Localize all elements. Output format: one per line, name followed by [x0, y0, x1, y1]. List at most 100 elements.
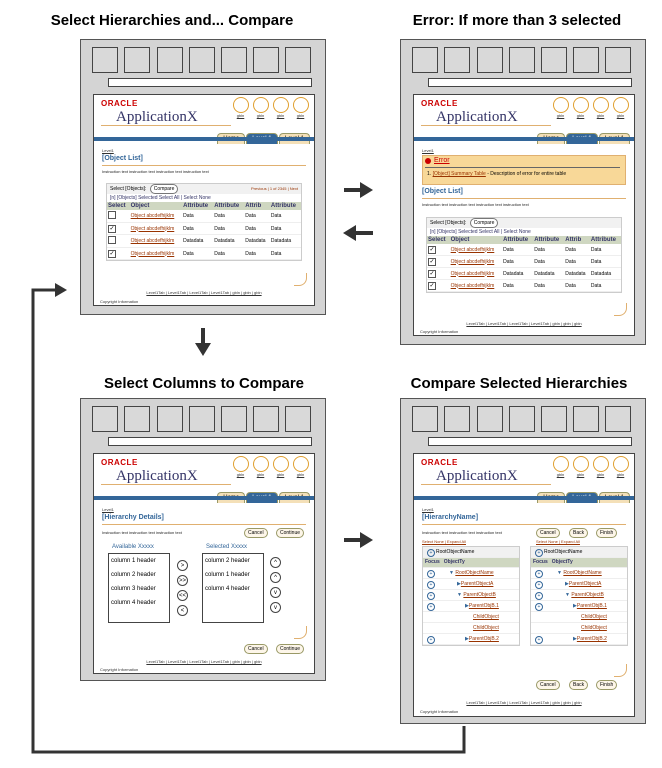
row-checkbox[interactable]: ✓	[108, 249, 116, 258]
breadcrumb[interactable]: Level1	[422, 148, 434, 153]
collapsed-triangle-icon[interactable]: ▶	[457, 581, 461, 587]
select-expand-links-right[interactable]: Select None | Expand All	[536, 539, 580, 544]
cancel-button-bottom[interactable]: Cancel	[244, 644, 268, 654]
compare-button[interactable]: Compare	[149, 184, 179, 194]
focus-icon[interactable]: +	[535, 549, 543, 557]
tree-node-link[interactable]: ParentObjectB	[571, 592, 604, 598]
move-bottom-icon[interactable]: v	[270, 602, 281, 613]
move-up-icon[interactable]: ^	[270, 572, 281, 583]
global-button[interactable]: gbln	[591, 97, 610, 118]
compare-button[interactable]: Compare	[469, 218, 499, 228]
focus-icon[interactable]: +	[535, 603, 543, 611]
collapsed-triangle-icon[interactable]: ▶	[465, 603, 469, 609]
list-item[interactable]: column 1 header	[111, 558, 156, 564]
expanded-triangle-icon[interactable]: ▼	[457, 592, 464, 598]
url-bar[interactable]	[428, 78, 632, 87]
object-link[interactable]: Object abcdefhijklm	[450, 270, 495, 277]
object-link[interactable]: Object abcdefhijklm	[130, 238, 175, 244]
object-link[interactable]: Object abcdefhijklm	[130, 250, 175, 257]
footer-links[interactable]: Level1Tab | Level1Tab | Level1Tab | Leve…	[146, 290, 262, 295]
available-list[interactable]: column 1 header column 2 header column 3…	[108, 553, 170, 623]
cancel-button[interactable]: Cancel	[244, 528, 268, 538]
tree-node-link[interactable]: ChildObject	[473, 625, 499, 631]
global-button[interactable]: gbln	[551, 456, 570, 477]
tree-node-link[interactable]: ChildObject	[581, 614, 607, 620]
object-link[interactable]: Object abcdefhijklm	[130, 213, 175, 219]
tree-node-link[interactable]: ChildObject	[473, 614, 499, 620]
focus-icon[interactable]: +	[535, 581, 543, 589]
expanded-triangle-icon[interactable]: ▼	[557, 570, 564, 576]
url-bar[interactable]	[108, 78, 312, 87]
object-link[interactable]: Object abcdefhijklm	[130, 225, 175, 232]
expanded-triangle-icon[interactable]: ▼	[565, 592, 572, 598]
list-item[interactable]: column 1 header	[205, 572, 250, 578]
move-top-icon[interactable]: ^	[270, 557, 281, 568]
global-button[interactable]: gbln	[251, 456, 270, 477]
tree-node-link[interactable]: RootObjectName	[455, 570, 494, 576]
object-link[interactable]: Object abcdefhijklm	[450, 246, 495, 253]
breadcrumb[interactable]: Level1	[102, 507, 114, 512]
back-button[interactable]: Back	[569, 528, 589, 538]
object-link[interactable]: Object abcdefhijklm	[450, 258, 495, 265]
back-button-bottom[interactable]: Back	[569, 680, 589, 690]
error-link[interactable]: [Object] Summary Table	[432, 171, 486, 177]
footer-links[interactable]: Level1Tab | Level1Tab | Level1Tab | Leve…	[146, 659, 262, 664]
tree-node-link[interactable]: ParentObjectA	[460, 581, 494, 587]
global-button[interactable]: gbln	[271, 97, 290, 118]
tree-node-link[interactable]: ParentObjB.2	[576, 636, 607, 642]
continue-button[interactable]: Continue	[276, 528, 305, 538]
list-item[interactable]: column 4 header	[205, 586, 250, 592]
row-checkbox[interactable]: ✓	[428, 281, 436, 290]
move-right-icon[interactable]: >	[177, 560, 188, 571]
focus-icon[interactable]: +	[535, 636, 543, 644]
focus-icon[interactable]: +	[427, 592, 435, 600]
global-button[interactable]: gbln	[251, 97, 270, 118]
collapsed-triangle-icon[interactable]: ▶	[565, 581, 569, 587]
global-button[interactable]: gbln	[571, 456, 590, 477]
url-bar[interactable]	[428, 437, 632, 446]
global-button[interactable]: gbln	[551, 97, 570, 118]
global-button[interactable]: gbln	[291, 456, 310, 477]
cancel-button[interactable]: Cancel	[536, 528, 560, 538]
global-button[interactable]: gbln	[611, 456, 630, 477]
move-all-right-icon[interactable]: >>	[177, 575, 188, 586]
tree-node-link[interactable]: ChildObject	[581, 625, 607, 631]
continue-button-bottom[interactable]: Continue	[276, 644, 305, 654]
global-button[interactable]: gbln	[231, 456, 250, 477]
pager[interactable]: Previous | 1 of 2345 | Next	[251, 186, 298, 191]
move-down-icon[interactable]: v	[270, 587, 281, 598]
selected-list[interactable]: column 2 header column 1 header column 4…	[202, 553, 264, 623]
collapsed-triangle-icon[interactable]: ▶	[573, 603, 577, 609]
cancel-button-bottom[interactable]: Cancel	[536, 680, 560, 690]
finish-button[interactable]: Finish	[596, 528, 618, 538]
tree-node-link[interactable]: ParentObjB.1	[468, 603, 499, 609]
url-bar[interactable]	[108, 437, 312, 446]
breadcrumb[interactable]: Level1	[102, 148, 114, 153]
focus-icon[interactable]: +	[427, 603, 435, 611]
global-button[interactable]: gbln	[231, 97, 250, 118]
tree-node-link[interactable]: ParentObjB.2	[468, 636, 499, 642]
tree-node-link[interactable]: ParentObjectA	[568, 581, 602, 587]
selection-links[interactable]: [n] [Objects] Selected Select All | Sele…	[110, 195, 211, 201]
global-button[interactable]: gbln	[611, 97, 630, 118]
global-button[interactable]: gbln	[591, 456, 610, 477]
object-link[interactable]: Object abcdefhijklm	[450, 282, 495, 289]
tree-node-link[interactable]: RootObjectName	[563, 570, 602, 576]
move-all-left-icon[interactable]: <<	[177, 590, 188, 601]
focus-icon[interactable]: +	[427, 549, 435, 557]
collapsed-triangle-icon[interactable]: ▶	[465, 636, 469, 642]
selection-links[interactable]: [n] [Objects] Selected Select All | Sele…	[430, 229, 531, 235]
row-checkbox[interactable]	[108, 211, 116, 219]
tree-node-link[interactable]: ParentObjectB	[463, 592, 496, 598]
focus-icon[interactable]: +	[427, 570, 435, 578]
global-button[interactable]: gbln	[271, 456, 290, 477]
focus-icon[interactable]: +	[427, 636, 435, 644]
global-button[interactable]: gbln	[291, 97, 310, 118]
list-item[interactable]: column 3 header	[111, 586, 156, 592]
move-left-icon[interactable]: <	[177, 605, 188, 616]
select-expand-links-left[interactable]: Select None | Expand All	[422, 539, 466, 544]
focus-icon[interactable]: +	[535, 570, 543, 578]
collapsed-triangle-icon[interactable]: ▶	[573, 636, 577, 642]
row-checkbox[interactable]: ✓	[428, 269, 436, 278]
finish-button-bottom[interactable]: Finish	[596, 680, 618, 690]
